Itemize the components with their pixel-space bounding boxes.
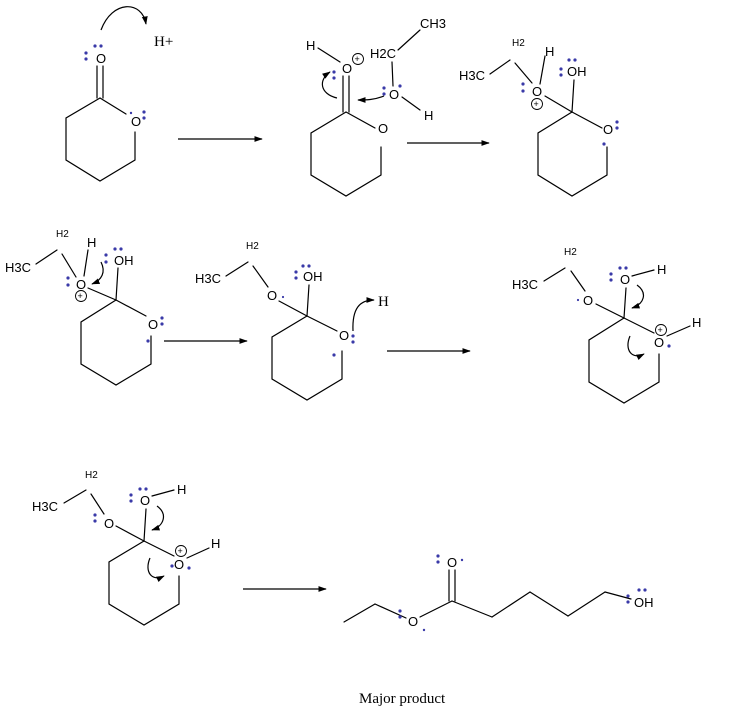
curly-arrow: [147, 557, 165, 583]
methylene-label: H2: [564, 247, 577, 258]
step5-hemiketal: O O OH H2 H3C H: [195, 241, 389, 401]
methyl-label: H3C: [512, 277, 538, 292]
lone-pairs: [398, 554, 647, 632]
oxonium-oxygen-label: O: [342, 61, 352, 76]
hydrogen-label: H: [211, 536, 220, 551]
hydroxyl-label: OH: [567, 64, 587, 79]
methyl-label: H3C: [195, 271, 221, 286]
ether-oxygen-label: O: [267, 288, 277, 303]
step4-intermediate: O O OH H H2 H3C +: [5, 229, 164, 386]
lone-pairs: [66, 247, 164, 343]
methylene-label: H2C: [370, 46, 396, 61]
lone-pairs: [93, 487, 191, 570]
methyl-label: H3C: [459, 68, 485, 83]
positive-charge: +: [178, 546, 183, 556]
positive-charge: +: [658, 325, 663, 335]
lone-pairs: [84, 44, 146, 120]
methylene-label: H2: [56, 229, 69, 240]
ester-oxygen-label: O: [408, 614, 418, 629]
ring-oxonium-label: O: [174, 557, 184, 572]
lone-pairs: [576, 266, 671, 348]
curly-arrow: [357, 95, 385, 103]
lone-pairs: [332, 70, 402, 96]
caption: Major product: [359, 691, 446, 707]
positive-charge: +: [534, 99, 539, 109]
carbonyl-oxygen-label: O: [96, 51, 106, 66]
positive-charge: +: [78, 291, 83, 301]
step1-lactone: O O H+: [65, 6, 173, 182]
ether-oxygen-label: O: [532, 84, 542, 99]
methylene-label: H2: [85, 470, 98, 481]
proton-label: H: [378, 294, 389, 310]
hydrogen-label: H: [306, 38, 315, 53]
carbonyl-oxygen-label: O: [447, 555, 457, 570]
methyl-label: CH3: [420, 16, 446, 31]
lone-pairs: [521, 58, 619, 146]
lone-pairs: [281, 264, 355, 357]
curly-arrow: [100, 6, 148, 31]
hydroxyl-label: OH: [114, 253, 134, 268]
step3-tetrahedral-intermediate: O O OH H H2 H3C +: [459, 38, 619, 197]
step2-protonated-lactone: O H + O O H2C CH3 H: [306, 16, 446, 197]
ether-oxygen-label: O: [104, 516, 114, 531]
curly-arrow: [631, 284, 645, 309]
positive-charge: +: [355, 54, 360, 64]
hydrogen-label: H: [545, 44, 554, 59]
ring-oxygen-label: O: [603, 122, 613, 137]
hydroxyl-label: OH: [303, 269, 323, 284]
methyl-label: H3C: [5, 260, 31, 275]
curly-arrow: [352, 297, 375, 332]
hydrogen-label: H: [657, 262, 666, 277]
hydroxyl-oxygen-label: O: [140, 493, 150, 508]
curly-arrow: [151, 505, 165, 531]
step6-protonated-intermediate: O + H O O H H2 H3C: [512, 247, 701, 404]
curly-arrow: [321, 71, 338, 99]
proton-label: H+: [154, 34, 173, 50]
hydroxyl-oxygen-label: O: [620, 272, 630, 287]
hydroxyl-label: OH: [634, 595, 654, 610]
ether-oxygen-label: O: [583, 293, 593, 308]
methylene-label: H2: [246, 241, 259, 252]
ethanol-oxygen-label: O: [389, 87, 399, 102]
ring-oxygen-label: O: [339, 328, 349, 343]
ether-oxygen-label: O: [76, 277, 86, 292]
ring-oxonium-label: O: [654, 335, 664, 350]
hydrogen-label: H: [692, 315, 701, 330]
curly-arrow: [91, 261, 104, 285]
hydrogen-label: H: [177, 482, 186, 497]
methyl-label: H3C: [32, 499, 58, 514]
ring-oxygen-label: O: [148, 317, 158, 332]
hydrogen-label: H: [424, 108, 433, 123]
step7-ring-opening: O + H O O H H2 H3C: [32, 470, 220, 626]
final-product: O O OH: [343, 554, 654, 632]
curly-arrow: [627, 335, 645, 361]
hydrogen-label: H: [87, 235, 96, 250]
methylene-label: H2: [512, 38, 525, 49]
ring-oxygen-label: O: [131, 114, 141, 129]
ring-oxygen-label: O: [378, 121, 388, 136]
